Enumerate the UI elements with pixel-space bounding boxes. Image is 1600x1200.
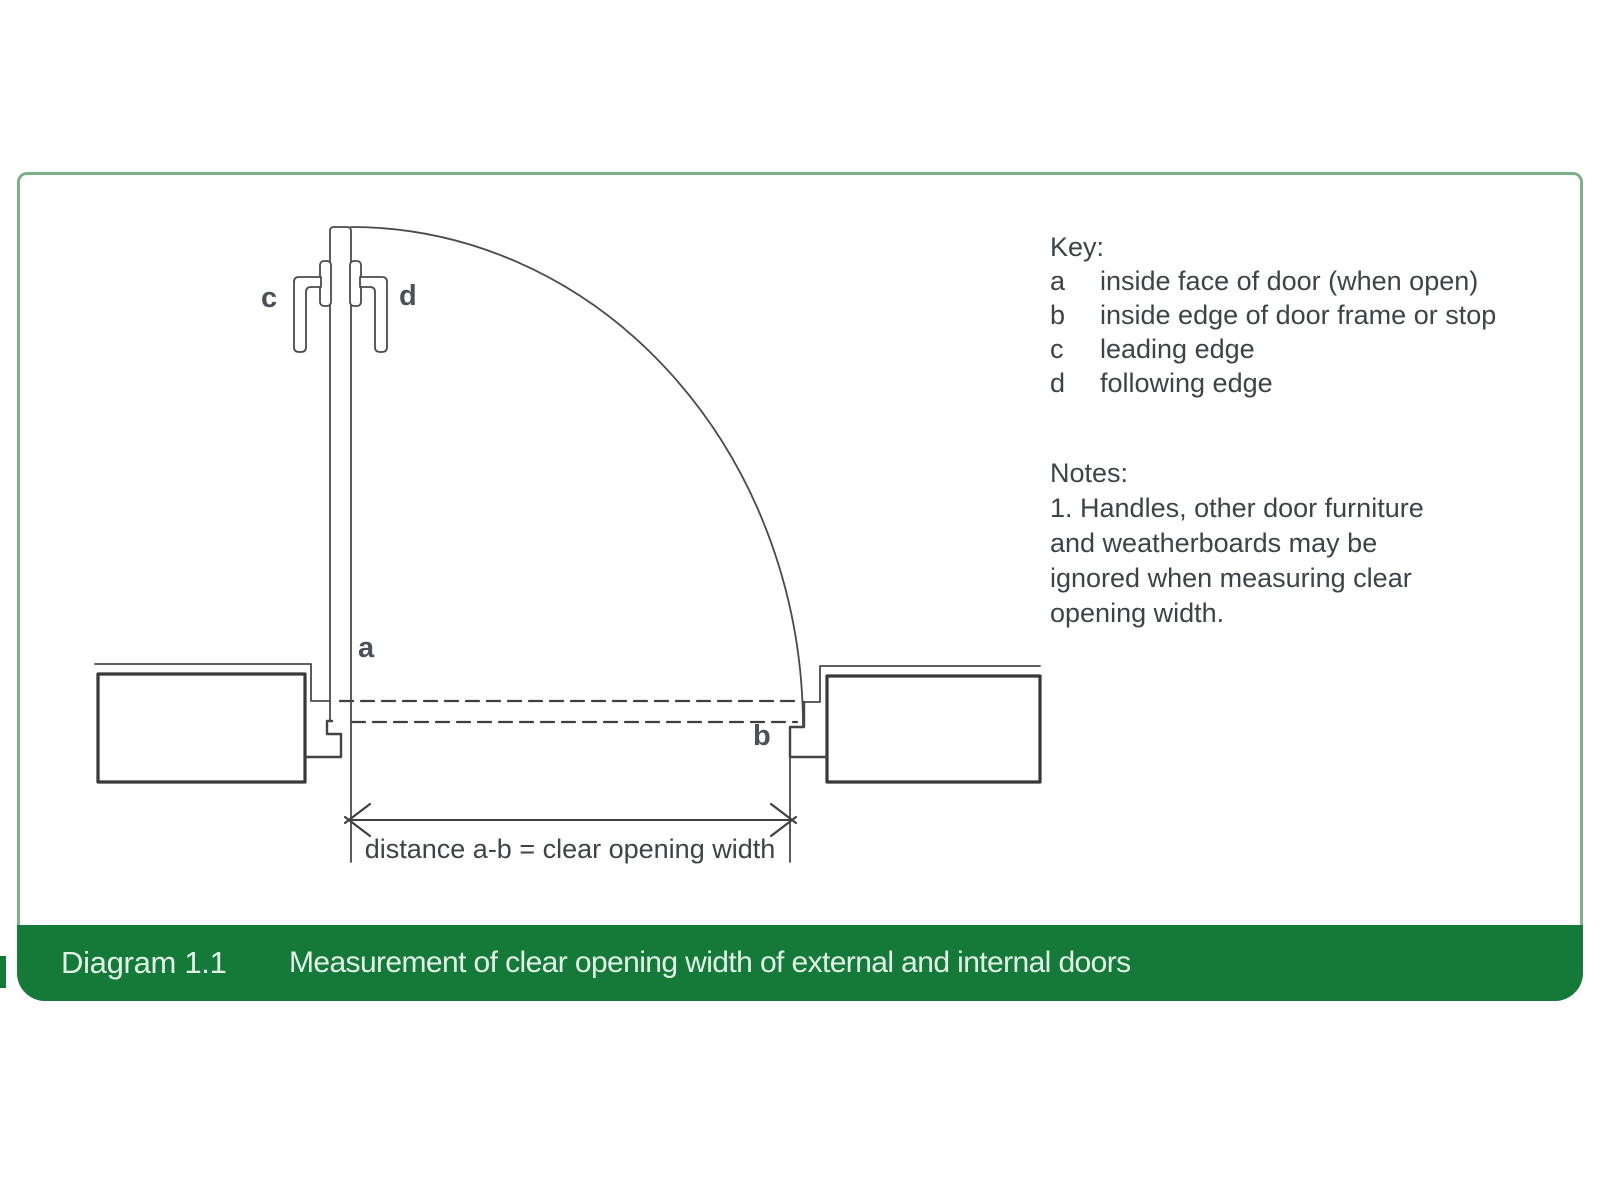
door-swing-arc bbox=[350, 226, 804, 728]
key-item-text: following edge bbox=[1100, 368, 1273, 398]
dimension-label: distance a-b = clear opening width bbox=[364, 834, 776, 864]
door-handle-left bbox=[293, 276, 322, 353]
label-a-inside-face: a bbox=[358, 632, 375, 664]
key-item: c leading edge bbox=[1050, 332, 1496, 366]
diagram-number: Diagram 1.1 bbox=[61, 945, 227, 980]
dimension-arrowhead-left bbox=[343, 802, 372, 838]
key-item-text: inside face of door (when open) bbox=[1100, 266, 1479, 296]
door-handle-right bbox=[359, 276, 388, 353]
left-frame-stop bbox=[303, 719, 343, 759]
label-d-following-edge: d bbox=[399, 280, 417, 312]
diagram-title: Measurement of clear opening width of ex… bbox=[289, 946, 1131, 979]
note-line: opening width. bbox=[1050, 598, 1225, 628]
diagram-panel bbox=[17, 172, 1583, 1001]
key-item: d following edge bbox=[1050, 366, 1496, 400]
label-b-frame-edge: b bbox=[753, 720, 771, 752]
key-item-letter: b bbox=[1050, 300, 1066, 330]
key-item-letter: c bbox=[1050, 334, 1064, 364]
left-wall bbox=[96, 672, 307, 784]
note-line: and weatherboards may be bbox=[1050, 528, 1378, 558]
key-item: a inside face of door (when open) bbox=[1050, 264, 1496, 298]
left-wall-outer-line bbox=[94, 663, 331, 702]
note-line: ignored when measuring clear bbox=[1050, 563, 1412, 593]
diagram-caption-banner: Diagram 1.1 Measurement of clear opening… bbox=[17, 925, 1583, 1001]
label-c-leading-edge: c bbox=[261, 282, 278, 314]
notes-block: Notes: 1. Handles, other door furniture … bbox=[1050, 456, 1424, 631]
right-wall-outer-line bbox=[803, 665, 1041, 703]
right-frame-stop bbox=[788, 700, 829, 759]
door-leaf bbox=[329, 226, 352, 863]
notes-heading: Notes: bbox=[1050, 458, 1129, 488]
key-heading: Key: bbox=[1050, 232, 1105, 262]
key-item-text: leading edge bbox=[1100, 334, 1255, 364]
right-wall bbox=[825, 674, 1042, 784]
page-edge-green-sliver bbox=[0, 956, 6, 988]
key-item-letter: a bbox=[1050, 266, 1066, 296]
key-item: b inside edge of door frame or stop bbox=[1050, 298, 1496, 332]
key-block: Key: a inside face of door (when open) b… bbox=[1050, 230, 1496, 400]
key-item-letter: d bbox=[1050, 368, 1066, 398]
note-line: 1. Handles, other door furniture bbox=[1050, 493, 1424, 523]
dimension-arrowhead-right bbox=[769, 802, 798, 838]
key-item-text: inside edge of door frame or stop bbox=[1100, 300, 1497, 330]
